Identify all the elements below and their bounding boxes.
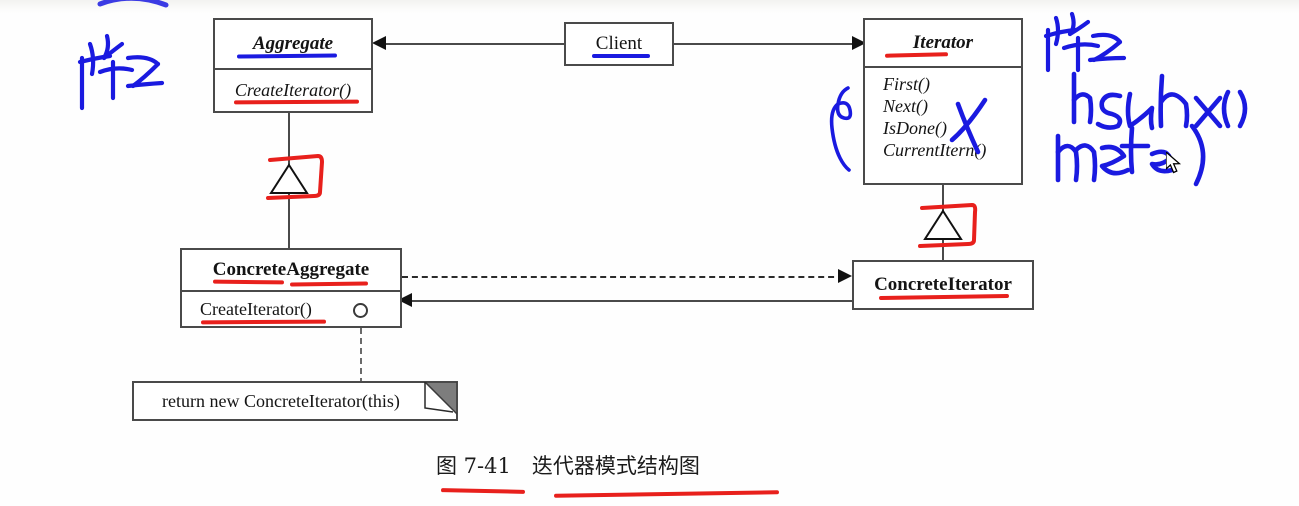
compartment-name-aggregate: Aggregate: [215, 20, 371, 68]
class-box-iterator[interactable]: Iterator First() Next() IsDone() Current…: [863, 18, 1023, 185]
class-box-concrete-aggregate[interactable]: ConcreteAggregate CreateIterator(): [180, 248, 402, 328]
compartment-name-client: Client: [566, 24, 672, 64]
class-box-aggregate[interactable]: Aggregate CreateIterator(): [213, 18, 373, 113]
marker-underline-ca-name-right: [289, 281, 369, 287]
note-text: return new ConcreteIterator(this): [162, 390, 400, 411]
mouse-cursor: [1165, 150, 1184, 181]
compartment-name-concrete-iterator: ConcreteIterator: [854, 262, 1032, 308]
note-box[interactable]: return new ConcreteIterator(this): [132, 381, 458, 421]
class-name-concrete-iterator: ConcreteIterator: [874, 273, 1012, 295]
marker-underline-client-name: [592, 54, 650, 58]
operation-concrete-aggregate-create-iterator: CreateIterator(): [200, 299, 312, 320]
connector-client-aggregate: [378, 43, 564, 45]
marker-underline-caption-right: [553, 490, 780, 498]
connector-association-iterator-aggregate: [404, 300, 852, 302]
arrowhead-client-to-iterator: [852, 36, 866, 50]
generalization-triangle-aggregate: [269, 163, 309, 195]
provided-interface-lollipop[interactable]: [353, 303, 368, 318]
note-fold-corner: [423, 381, 458, 421]
marker-underline-caption-left: [440, 488, 526, 494]
generalization-triangle-iterator: [923, 209, 963, 241]
compartment-operations-concrete-aggregate: CreateIterator(): [182, 290, 400, 328]
figure-caption: 图 7-41 迭代器模式结构图: [436, 454, 700, 478]
ink-has-next: [1071, 71, 1248, 131]
operation-iterator-first: First(): [883, 74, 930, 94]
arrowhead-client-to-aggregate: [372, 36, 386, 50]
connector-note-link: [360, 318, 362, 384]
operation-aggregate-create-iterator: CreateIterator(): [234, 79, 352, 100]
operation-iterator-isdone: IsDone(): [883, 117, 947, 138]
operation-iterator-currentitem: CurrentItern(): [883, 139, 987, 160]
ink-left-scribble: [77, 33, 165, 111]
arrowhead-dependency: [838, 269, 852, 283]
class-box-concrete-iterator[interactable]: ConcreteIterator: [852, 260, 1034, 310]
connector-dependency-aggregate-iterator: [402, 276, 844, 278]
class-name-client: Client: [595, 32, 643, 54]
compartment-name-concrete-aggregate: ConcreteAggregate: [182, 250, 400, 290]
ink-top-right-scribble: [1043, 11, 1127, 73]
class-name-iterator: Iterator: [912, 31, 974, 53]
class-box-client[interactable]: Client: [564, 22, 674, 66]
scan-shade: [0, 0, 1299, 14]
operation-iterator-next: Next(): [883, 95, 928, 116]
compartment-operations-aggregate: CreateIterator(): [215, 68, 371, 111]
connector-client-iterator: [674, 43, 856, 45]
class-name-aggregate: Aggregate: [252, 32, 334, 54]
ink-brace: [829, 86, 853, 172]
class-name-concrete-aggregate: ConcreteAggregate: [212, 258, 370, 280]
compartment-operations-iterator: First() Next() IsDone() CurrentItern(): [865, 66, 1021, 183]
compartment-name-iterator: Iterator: [865, 20, 1021, 66]
